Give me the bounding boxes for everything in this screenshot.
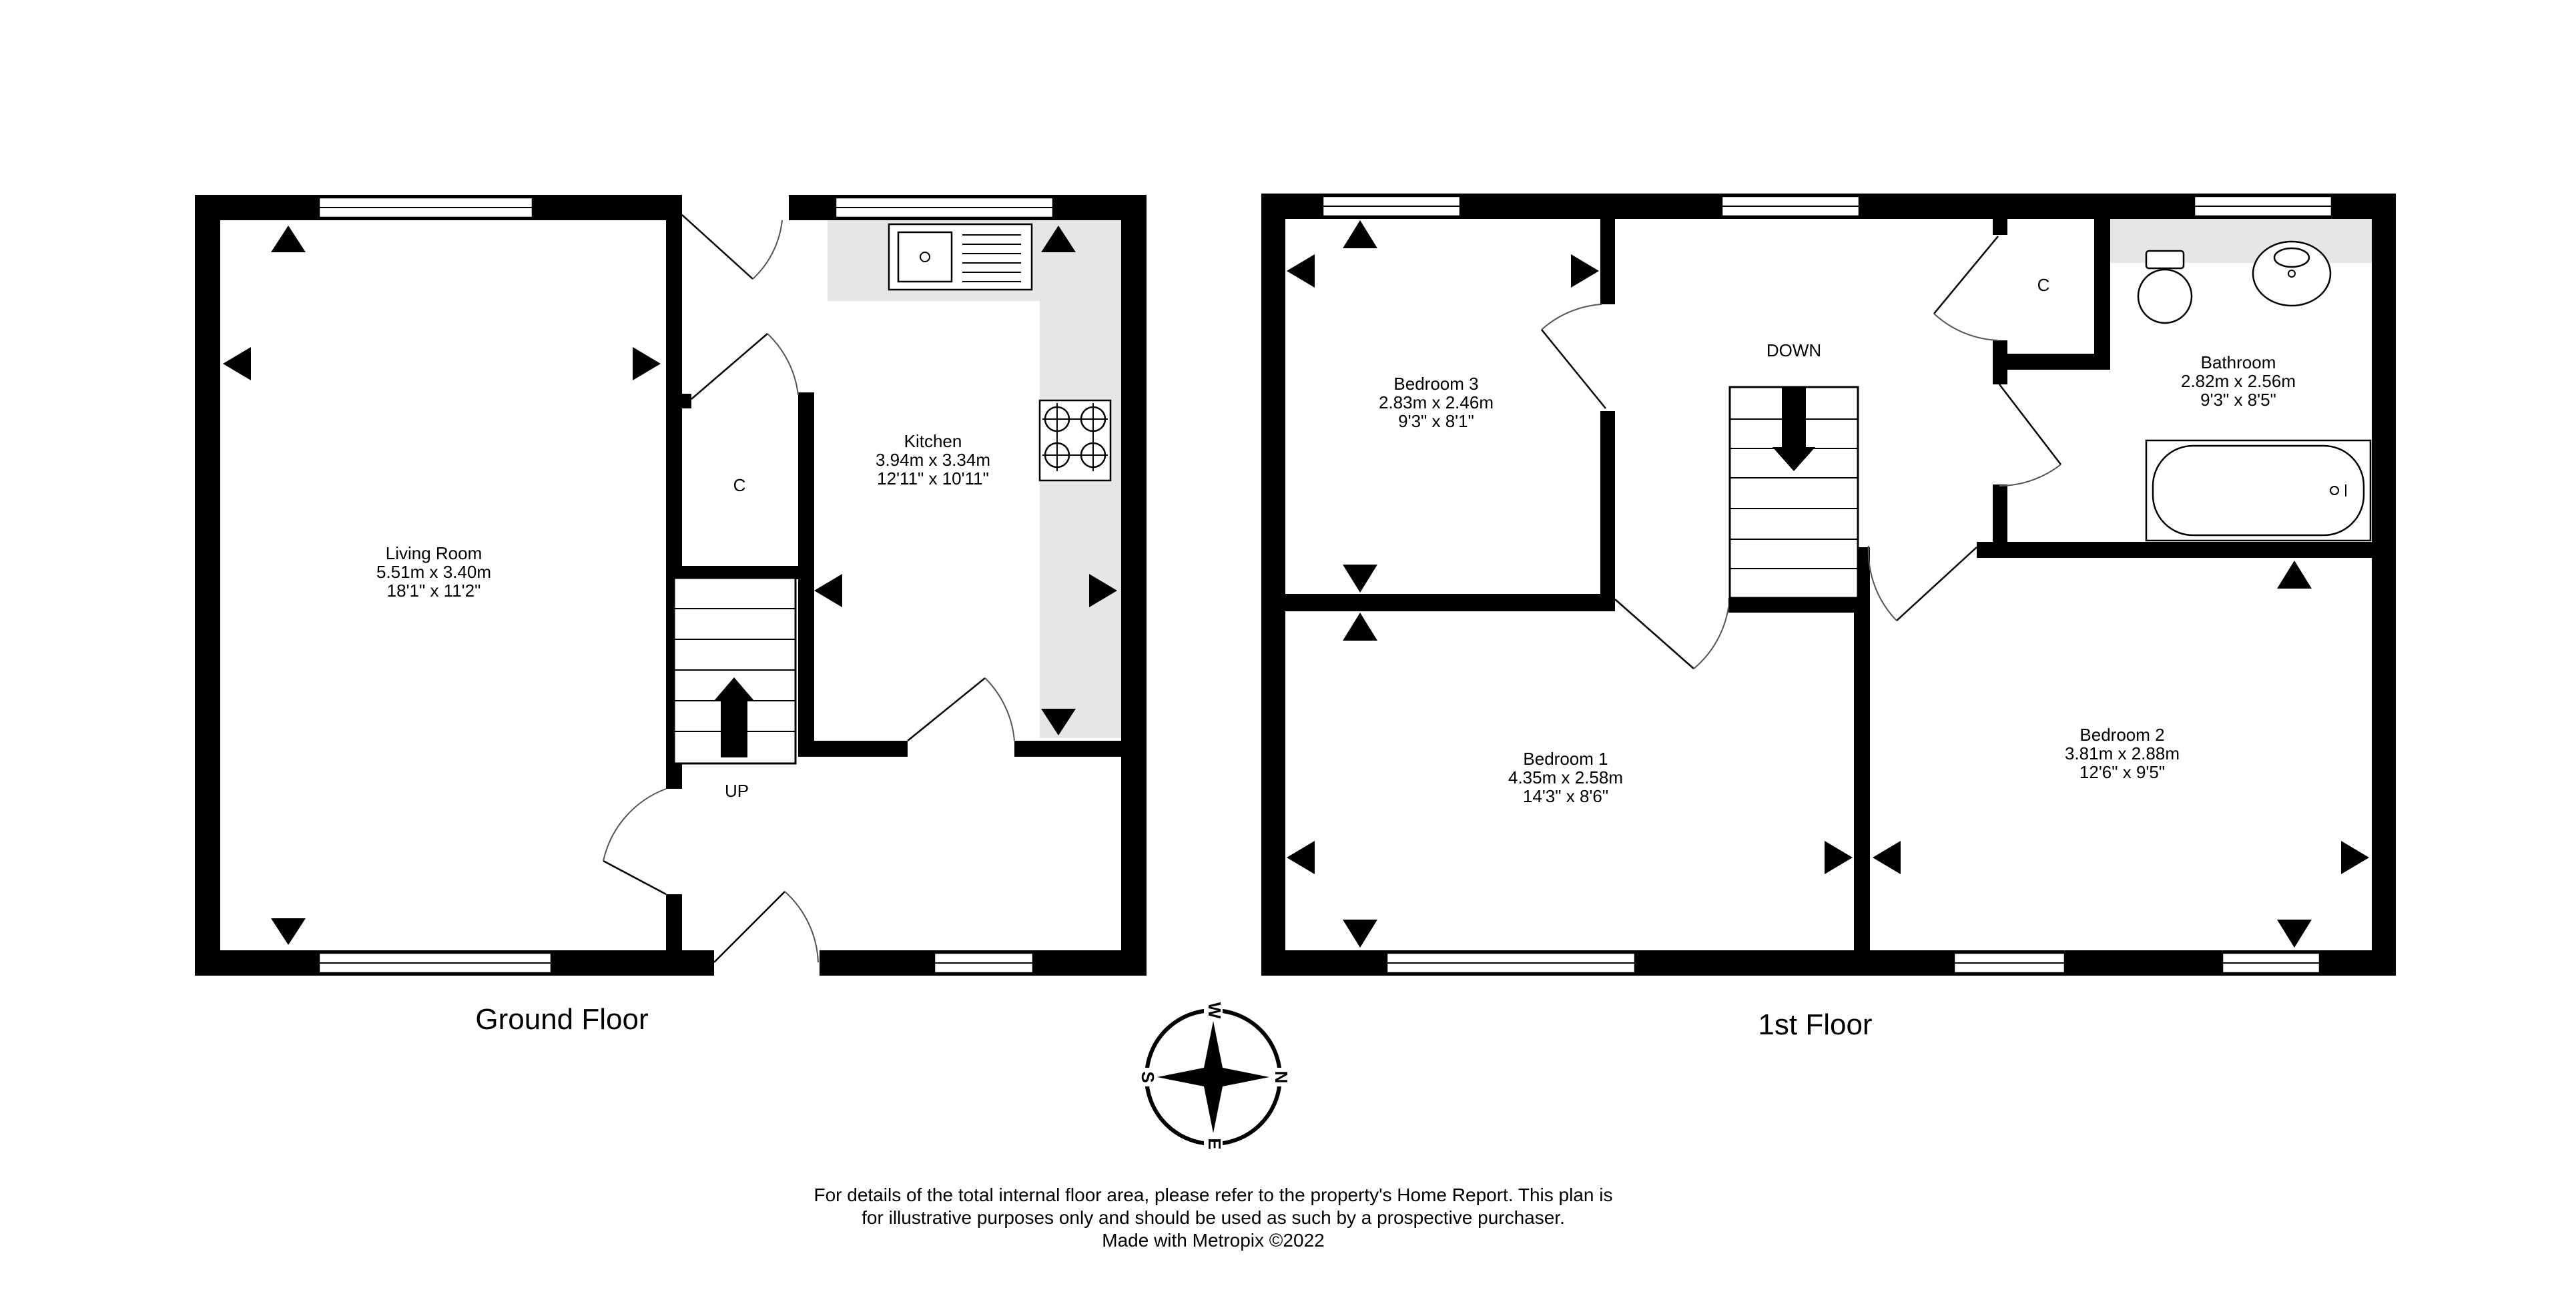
ground-floor-plan: Living Room 5.51m x 3.40m 18'1" x 11'2" … — [195, 195, 1147, 1036]
dimension-arrow-icon — [2341, 841, 2369, 874]
floor-label-first: 1st Floor — [1758, 1008, 1872, 1041]
washbasin-icon — [2252, 240, 2332, 307]
dimension-arrow-icon — [1825, 841, 1853, 874]
door — [713, 891, 785, 963]
wall — [195, 195, 220, 976]
door — [1933, 236, 1999, 314]
room-name: Bedroom 3 — [1393, 374, 1478, 394]
dimension-arrow-icon — [1287, 254, 1315, 288]
room-dimensions-metric: 3.94m x 3.34m — [876, 450, 990, 470]
wall — [1728, 598, 1870, 613]
dimension-arrow-icon — [271, 918, 306, 945]
wall — [798, 741, 908, 757]
compass-s: S — [1138, 1071, 1158, 1082]
wall — [1285, 594, 1615, 611]
room-dimensions-metric: 2.83m x 2.46m — [1379, 392, 1494, 412]
stairs-label: DOWN — [1766, 340, 1821, 360]
dimension-arrow-icon — [1571, 254, 1599, 288]
wall — [1993, 484, 2007, 558]
wall — [1993, 354, 2104, 370]
wall — [667, 566, 801, 579]
room-dimensions-imperial: 12'6" x 9'5" — [2079, 762, 2165, 782]
wall — [798, 392, 814, 756]
dimension-arrow-icon — [1873, 841, 1901, 874]
door — [1614, 599, 1694, 669]
dimension-arrow-icon — [814, 574, 842, 607]
dimension-arrow-icon — [1287, 841, 1315, 874]
bath-icon — [2145, 439, 2372, 542]
floor-label-ground: Ground Floor — [475, 1003, 648, 1036]
dimension-arrow-icon — [271, 226, 306, 252]
stairs-label: UP — [725, 781, 749, 801]
cupboard-label: C — [2037, 275, 2050, 295]
wall — [1993, 194, 2007, 235]
compass-e: E — [1205, 1138, 1225, 1149]
dimension-arrow-icon — [2277, 920, 2312, 948]
dimension-arrow-icon — [1343, 613, 1377, 641]
room-dimensions-imperial: 18'1" x 11'2" — [387, 581, 481, 601]
door — [691, 333, 768, 400]
wall — [666, 894, 682, 950]
footer-line-2: for illustrative purposes only and shoul… — [862, 1207, 1565, 1228]
room-name: Kitchen — [904, 431, 962, 451]
wall — [2094, 194, 2110, 370]
compass-w: W — [1205, 1002, 1225, 1019]
first-floor-plan: Bedroom 3 2.83m x 2.46m 9'3" x 8'1" DOWN… — [1261, 194, 2396, 1041]
door — [681, 214, 753, 280]
dimension-arrow-icon — [1041, 709, 1076, 735]
room-dimensions-metric: 4.35m x 2.58m — [1508, 767, 1623, 787]
stairs-arrow-up-icon — [714, 677, 754, 757]
wall — [1854, 547, 1870, 950]
footer-line-3: Made with Metropix ©2022 — [1102, 1230, 1324, 1251]
dimension-arrow-icon — [1343, 565, 1377, 593]
wall — [1121, 195, 1147, 976]
stairs-arrow-down-icon — [1773, 387, 1815, 471]
dimension-arrow-icon — [1089, 574, 1117, 607]
room-dimensions-imperial: 9'3" x 8'5" — [2200, 390, 2276, 410]
room-dimensions-imperial: 9'3" x 8'1" — [1398, 411, 1474, 431]
sink-icon — [888, 223, 1033, 291]
dimension-arrow-icon — [633, 347, 661, 380]
compass-n: N — [1271, 1071, 1291, 1084]
hob-icon — [1038, 399, 1112, 482]
cupboard-label: C — [733, 475, 746, 495]
wall — [1977, 542, 2396, 558]
footer-line-1: For details of the total internal floor … — [814, 1185, 1613, 1205]
door — [1896, 547, 1977, 621]
room-name: Bedroom 1 — [1523, 749, 1608, 769]
wall — [2372, 194, 2396, 976]
dimension-arrow-icon — [1041, 226, 1076, 252]
dimension-arrow-icon — [2277, 561, 2312, 589]
wall — [1261, 194, 1285, 976]
room-name: Bathroom — [2201, 352, 2276, 372]
wall — [1600, 411, 1615, 609]
wall — [666, 394, 691, 408]
door — [1999, 384, 2061, 465]
door — [603, 860, 667, 896]
dimension-arrow-icon — [1343, 220, 1377, 248]
room-dimensions-metric: 2.82m x 2.56m — [2181, 371, 2296, 391]
room-dimensions-metric: 3.81m x 2.88m — [2065, 743, 2180, 763]
wall — [1014, 741, 1147, 757]
door — [1541, 329, 1606, 409]
room-dimensions-imperial: 14'3" x 8'6" — [1523, 786, 1608, 806]
room-dimensions-imperial: 12'11" x 10'11" — [877, 468, 989, 488]
room-name: Living Room — [386, 543, 482, 563]
door — [907, 677, 986, 741]
room-dimensions-metric: 5.51m x 3.40m — [376, 562, 491, 582]
footer-note: For details of the total internal floor … — [814, 1185, 1613, 1251]
room-name: Bedroom 2 — [2079, 725, 2164, 745]
compass-icon: W E S N — [1137, 1001, 1291, 1153]
dimension-arrow-icon — [223, 347, 251, 380]
toilet-icon — [2137, 250, 2193, 324]
dimension-arrow-icon — [1343, 920, 1377, 948]
wall — [1600, 194, 1615, 304]
